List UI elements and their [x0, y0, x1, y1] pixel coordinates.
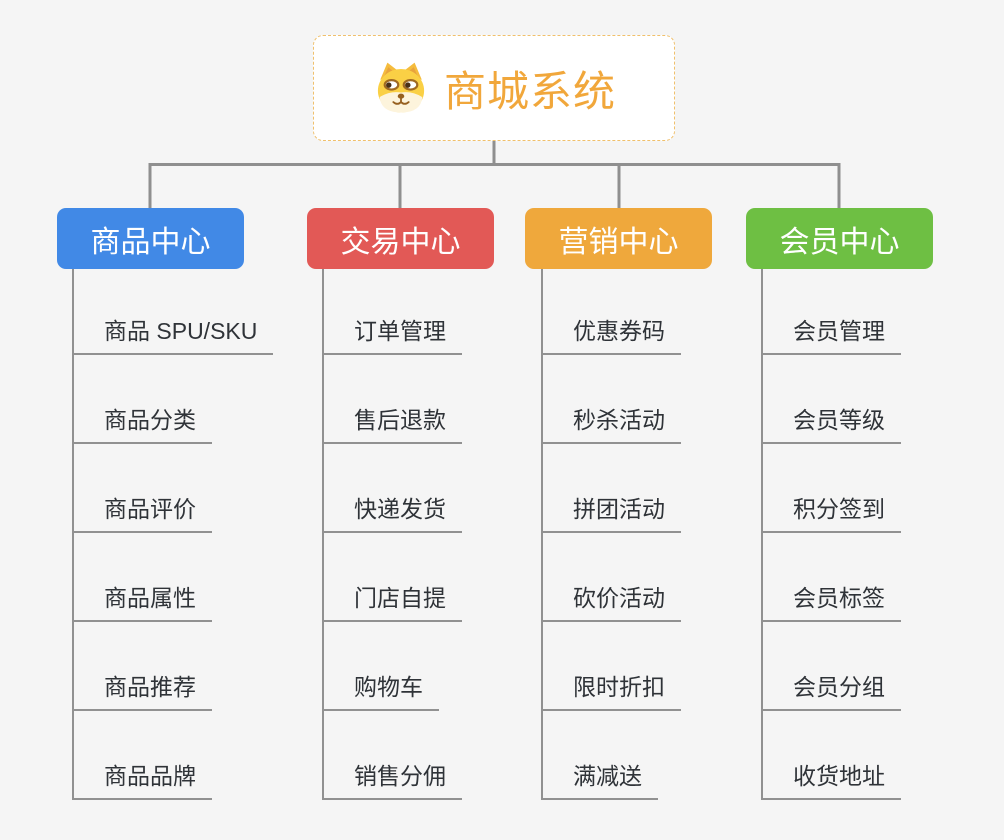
leaf-node[interactable]: 秒杀活动: [541, 394, 681, 444]
leaf-node[interactable]: 售后退款: [322, 394, 462, 444]
leaf-node[interactable]: 砍价活动: [541, 572, 681, 622]
leaf-node[interactable]: 订单管理: [322, 305, 462, 355]
leaf-node[interactable]: 积分签到: [761, 483, 901, 533]
branch-node-product-center[interactable]: 商品中心: [57, 208, 244, 269]
leaf-node[interactable]: 商品推荐: [72, 661, 212, 711]
branch-node-marketing-center[interactable]: 营销中心: [525, 208, 712, 269]
leaf-node[interactable]: 会员管理: [761, 305, 901, 355]
leaf-node[interactable]: 会员分组: [761, 661, 901, 711]
leaf-node[interactable]: 商品分类: [72, 394, 212, 444]
branch-line: [541, 269, 543, 800]
branch-column-trade: 订单管理 售后退款 快递发货 门店自提 购物车 销售分佣: [322, 269, 462, 800]
branch-line: [761, 269, 763, 800]
branch-line: [322, 269, 324, 800]
branch-column-member: 会员管理 会员等级 积分签到 会员标签 会员分组 收货地址: [761, 269, 901, 800]
branch-line: [72, 269, 74, 800]
branch-node-member-center[interactable]: 会员中心: [746, 208, 933, 269]
leaf-node[interactable]: 限时折扣: [541, 661, 681, 711]
leaf-node[interactable]: 收货地址: [761, 750, 901, 800]
leaf-node[interactable]: 门店自提: [322, 572, 462, 622]
leaf-node[interactable]: 购物车: [322, 661, 439, 711]
leaf-node[interactable]: 销售分佣: [322, 750, 462, 800]
leaf-node[interactable]: 优惠券码: [541, 305, 681, 355]
leaf-node[interactable]: 商品评价: [72, 483, 212, 533]
leaf-node[interactable]: 会员标签: [761, 572, 901, 622]
leaf-node[interactable]: 商品 SPU/SKU: [72, 305, 274, 355]
dog-face-icon: [377, 62, 425, 113]
root-node-title: 商城系统: [443, 67, 616, 115]
leaf-node[interactable]: 满减送: [541, 750, 658, 800]
leaf-node[interactable]: 商品属性: [72, 572, 212, 622]
branch-node-trade-center[interactable]: 交易中心: [307, 208, 494, 269]
branch-column-product: 商品 SPU/SKU 商品分类 商品评价 商品属性 商品推荐 商品品牌: [72, 269, 274, 800]
branch-column-marketing: 优惠券码 秒杀活动 拼团活动 砍价活动 限时折扣 满减送: [541, 269, 681, 800]
leaf-node[interactable]: 会员等级: [761, 394, 901, 444]
leaf-node[interactable]: 快递发货: [322, 483, 462, 533]
root-node-mall-system[interactable]: 商城系统: [313, 35, 675, 141]
leaf-node[interactable]: 拼团活动: [541, 483, 681, 533]
leaf-node[interactable]: 商品品牌: [72, 750, 212, 800]
